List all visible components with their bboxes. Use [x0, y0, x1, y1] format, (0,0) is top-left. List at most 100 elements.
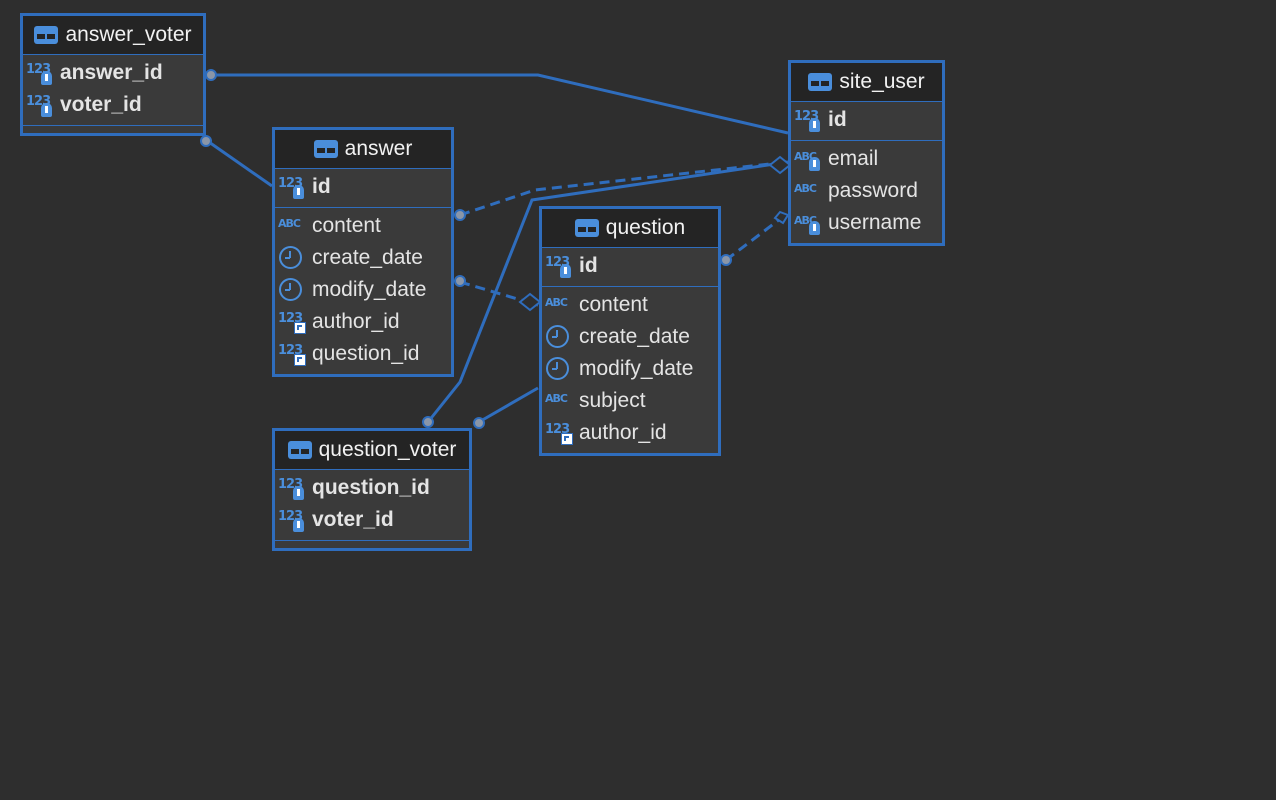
column-name: question_id [312, 476, 430, 499]
column-name: voter_id [60, 93, 142, 116]
column-name: create_date [579, 325, 690, 348]
entity-header: question_voter [275, 431, 469, 470]
column-name: email [828, 147, 879, 170]
table-icon [34, 26, 59, 44]
number-type-icon: 123 [278, 174, 308, 200]
key-icon [809, 221, 820, 235]
key-icon [293, 185, 304, 199]
link-end-dot [720, 254, 732, 266]
foreign-key-icon [294, 322, 306, 334]
number-type-icon: 123 [545, 253, 575, 279]
column-name: content [312, 214, 381, 237]
text-type-icon: ABC [794, 146, 824, 172]
column-row[interactable]: modify_date [542, 353, 718, 385]
link-end-diamond [518, 292, 542, 312]
foreign-key-icon [294, 354, 306, 366]
column-name: id [579, 254, 598, 277]
entity-title: site_user [839, 70, 925, 93]
column-name: username [828, 211, 922, 234]
link-answer-voter-site-user[interactable] [212, 73, 789, 135]
text-type-icon: ABC [794, 182, 817, 195]
column-name: modify_date [312, 278, 427, 301]
link-answer-voter-answer[interactable] [205, 138, 273, 188]
text-type-icon: ABC [545, 392, 568, 405]
foreign-key-icon [561, 433, 573, 445]
entity-header: question [542, 209, 718, 248]
link-end-diamond [773, 210, 790, 225]
column-name: subject [579, 389, 646, 412]
number-type-icon: 123 [26, 92, 56, 118]
number-type-icon: 123 [278, 341, 308, 367]
key-icon [41, 103, 52, 117]
column-row[interactable]: ABC content [275, 210, 451, 242]
column-name: question_id [312, 342, 420, 365]
entity-header: site_user [791, 63, 942, 102]
entity-title: question_voter [318, 438, 457, 461]
number-type-icon: 123 [278, 309, 308, 335]
column-name: modify_date [579, 357, 694, 380]
key-icon [293, 486, 304, 500]
column-row[interactable]: ABC subject [542, 385, 718, 417]
clock-icon [278, 277, 308, 303]
link-end-dot [454, 209, 466, 221]
text-type-icon: ABC [278, 217, 301, 230]
column-name: content [579, 293, 648, 316]
table-icon [574, 219, 599, 237]
number-type-icon: 123 [794, 107, 824, 133]
clock-icon [278, 245, 308, 271]
key-icon [809, 118, 820, 132]
link-question-voter-question[interactable] [478, 386, 539, 424]
clock-icon [545, 324, 575, 350]
column-name: create_date [312, 246, 423, 269]
table-icon [287, 441, 312, 459]
key-icon [809, 157, 820, 171]
column-row[interactable]: create_date [542, 321, 718, 353]
table-icon [808, 73, 833, 91]
number-type-icon: 123 [278, 475, 308, 501]
key-icon [560, 264, 571, 278]
link-end-dot [205, 69, 217, 81]
entity-header: answer [275, 130, 451, 169]
number-type-icon: 123 [26, 60, 56, 86]
link-question-voter-site-user[interactable] [426, 160, 789, 423]
column-row[interactable]: create_date [275, 242, 451, 274]
column-name: voter_id [312, 508, 394, 531]
column-name: id [828, 108, 847, 131]
link-end-dot [422, 416, 434, 428]
column-row[interactable]: modify_date [275, 274, 451, 306]
link-answer-author-site-user[interactable] [459, 160, 789, 217]
link-end-dot [454, 275, 466, 287]
number-type-icon: 123 [545, 420, 575, 446]
table-icon [313, 140, 338, 158]
link-end-dot [473, 417, 485, 429]
column-name: id [312, 175, 331, 198]
number-type-icon: 123 [278, 507, 308, 533]
link-end-diamond [768, 155, 792, 175]
